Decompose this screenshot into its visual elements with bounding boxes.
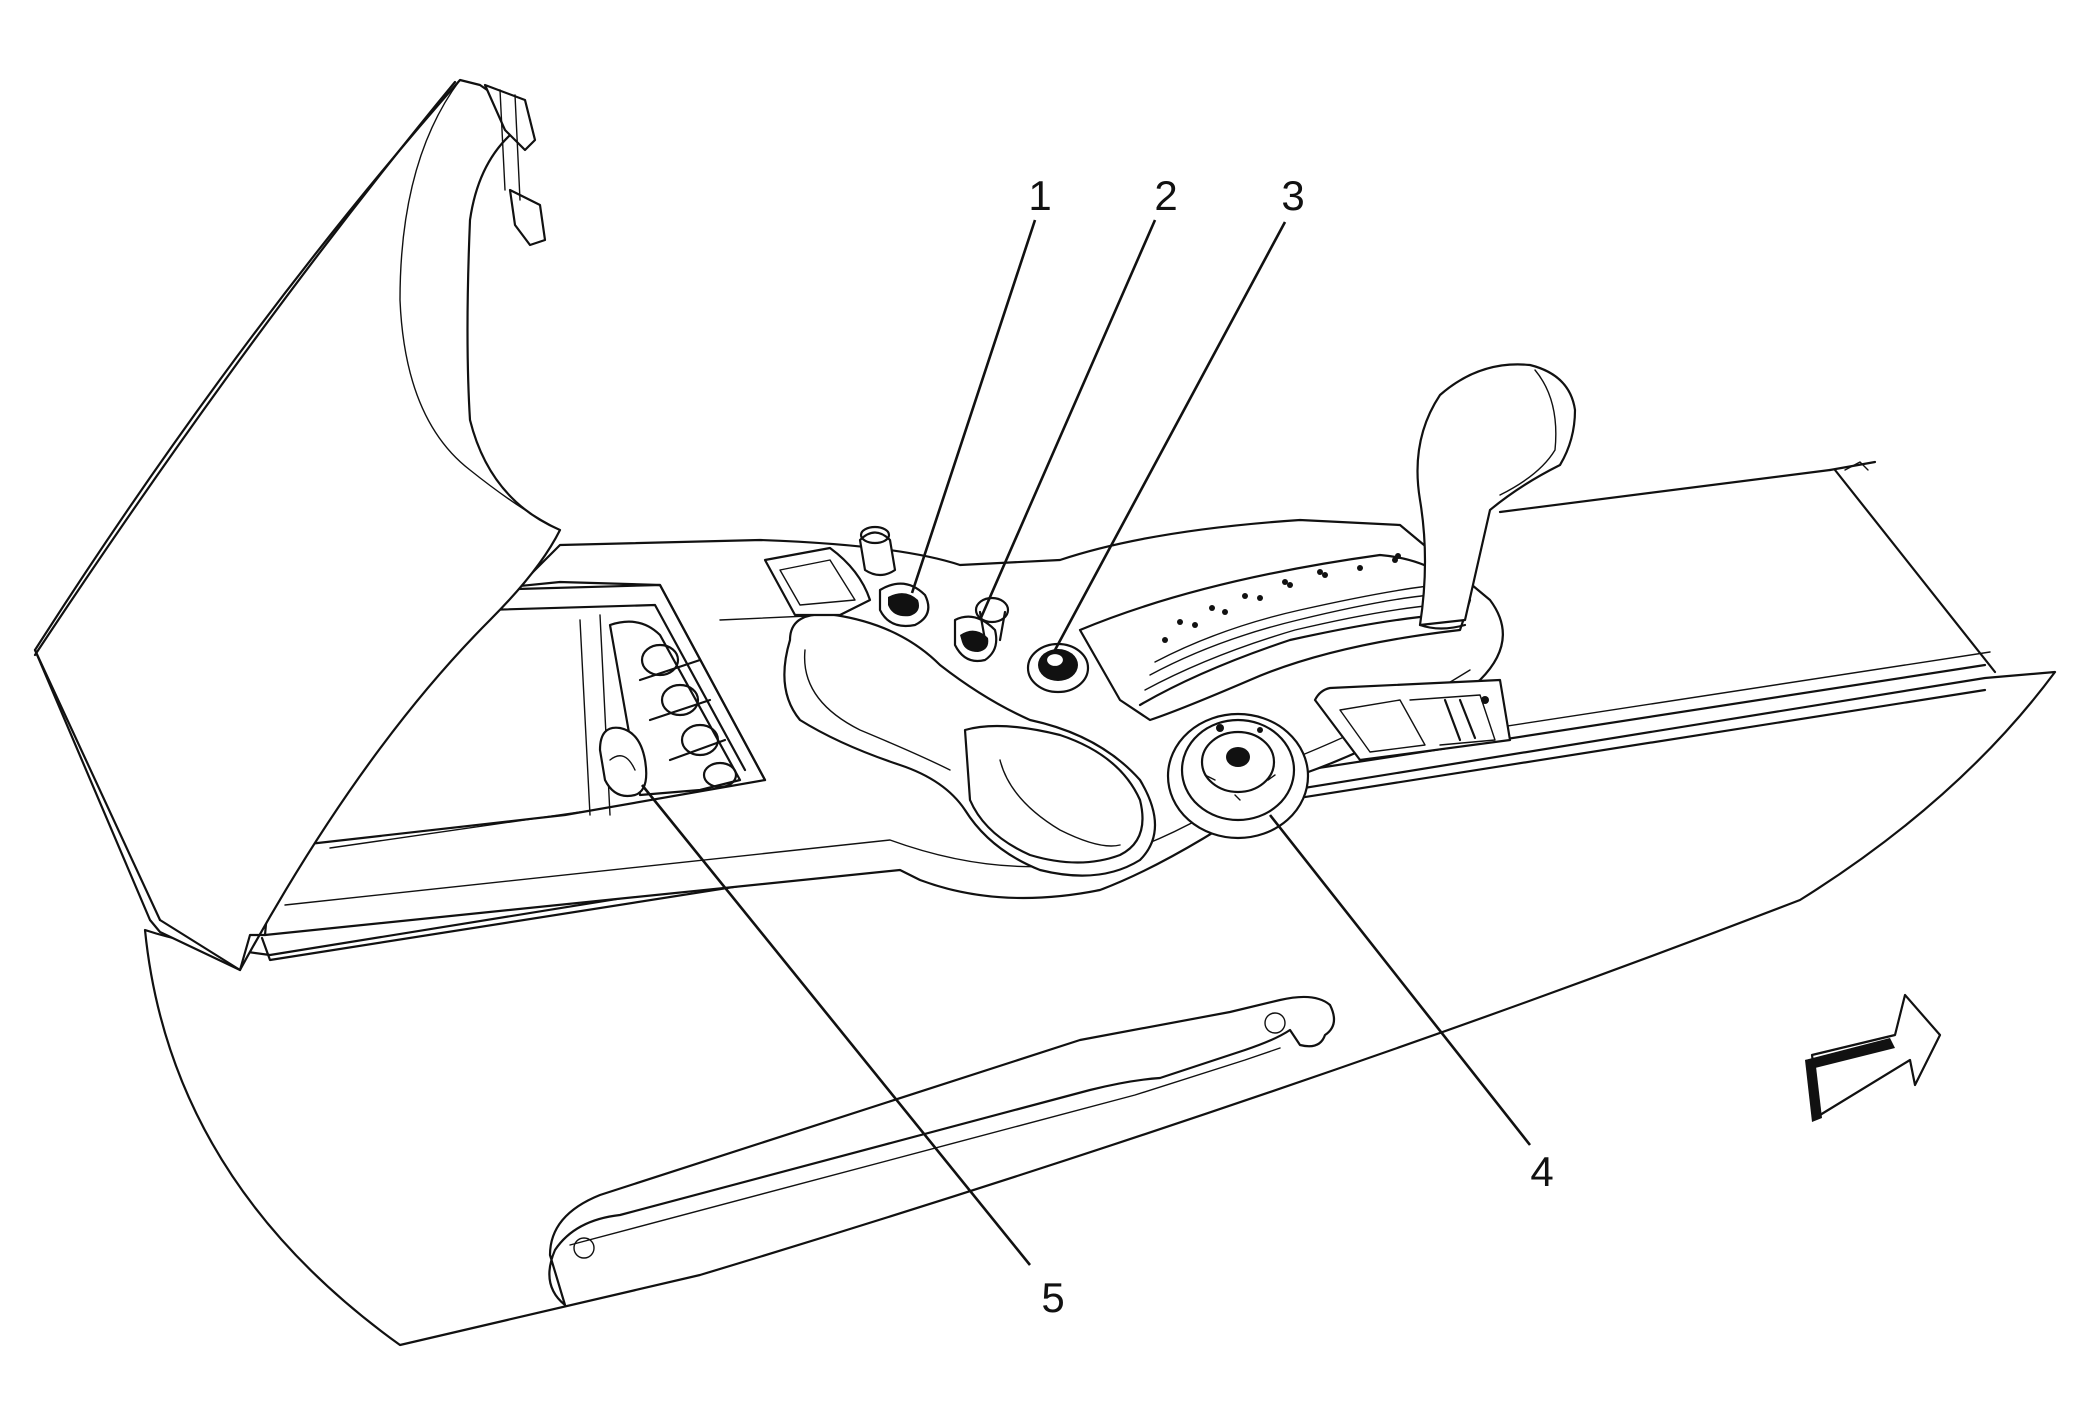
rear-pocket xyxy=(1313,678,1512,762)
callout-4: 4 xyxy=(1530,1148,1553,1195)
callout-5: 5 xyxy=(1041,1274,1064,1321)
accessory-power-outlet xyxy=(598,726,648,798)
armrest-lid xyxy=(33,78,562,972)
leader-2 xyxy=(978,219,1157,621)
leader-1 xyxy=(910,219,1037,594)
leader-5 xyxy=(640,784,1032,1266)
callout-3: 3 xyxy=(1281,172,1304,219)
switch-2 xyxy=(953,596,1010,663)
cup-holders xyxy=(783,613,1157,877)
callout-1: 1 xyxy=(1028,172,1051,219)
rotary-dial-4 xyxy=(1166,712,1310,840)
gear-indicator xyxy=(1162,553,1401,643)
side-trim-panel xyxy=(548,995,1336,1307)
switch-3 xyxy=(1026,642,1090,694)
shifter-plate xyxy=(1078,363,1577,722)
leader-4 xyxy=(1268,814,1532,1146)
callout-labels: 1 2 3 4 5 xyxy=(1028,172,1553,1321)
view-direction-arrow-icon xyxy=(1805,993,1942,1122)
leader-lines xyxy=(640,219,1532,1266)
leader-3 xyxy=(1053,221,1287,651)
callout-2: 2 xyxy=(1154,172,1177,219)
switch-1 xyxy=(878,582,930,628)
console-switches xyxy=(763,525,1090,694)
